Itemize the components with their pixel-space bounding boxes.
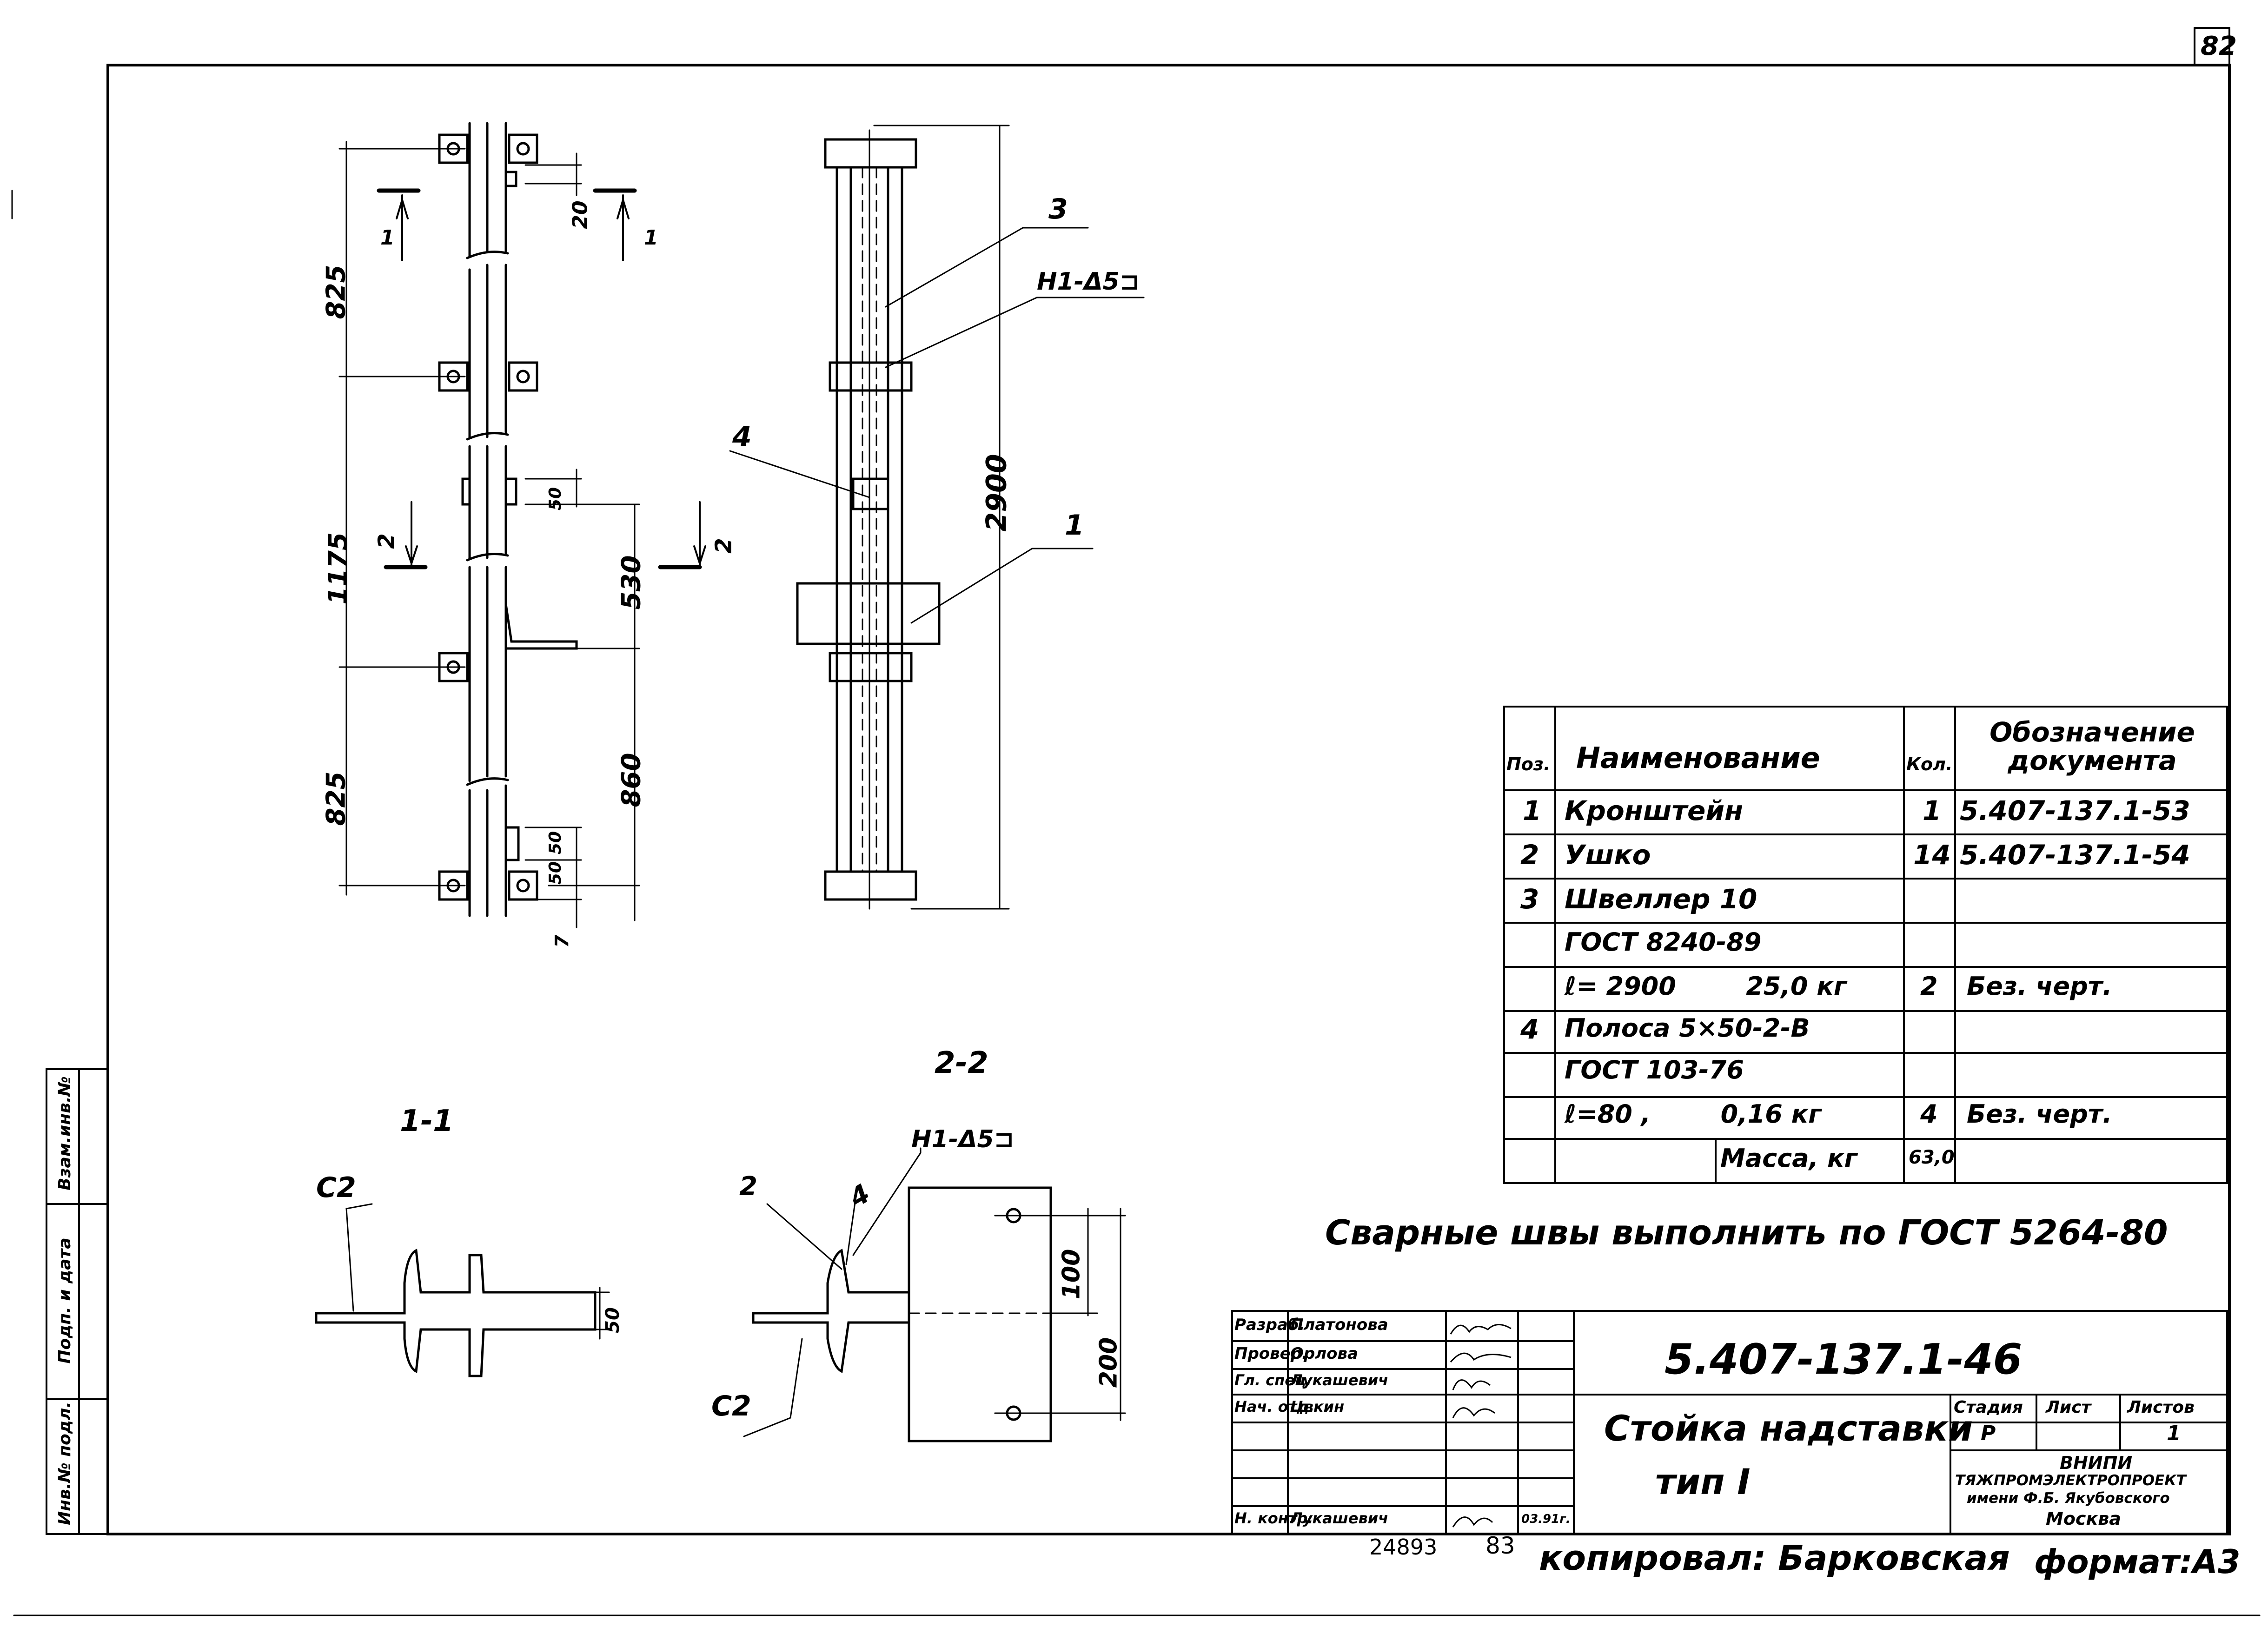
- spec-header-name: Наименование: [1576, 741, 1820, 775]
- spec-row-8-doc: Без. черт.: [1967, 1099, 2112, 1129]
- section-1-dim-50: 50: [602, 1307, 623, 1333]
- dim-860: 860: [616, 753, 647, 807]
- spec-row-3-name: Швеллер 10: [1565, 883, 1757, 915]
- spec-row-3-pos: 3: [1520, 883, 1539, 915]
- dim-2900: 2900: [980, 454, 1013, 532]
- spec-row-2-doc: 5.407-137.1-54: [1960, 839, 2190, 871]
- dim-50-mid: 50: [546, 487, 565, 511]
- section-2-2-graphic: [743, 1147, 1126, 1442]
- spec-row-8-name: ℓ=80 , 0,16 кг: [1565, 1099, 1822, 1129]
- callout-1: 1: [1065, 509, 1084, 542]
- weld-note: Сварные швы выполнить по ГОСТ 5264-80: [1325, 1213, 2168, 1253]
- section-2-weld: Н1-Δ5⊐: [911, 1125, 1015, 1153]
- tb-date: 03.91г.: [1521, 1512, 1571, 1526]
- tb-sheets-value: 1: [2167, 1422, 2181, 1445]
- tb-role-4: Нач. отд.: [1234, 1398, 1315, 1415]
- tb-org-line1: ВНИПИ: [2060, 1453, 2133, 1473]
- tb-sheets-label: Листов: [2127, 1398, 2195, 1417]
- format-label: формат:А3: [2034, 1543, 2241, 1581]
- left-strip-field-3: Инв.№ подл.: [55, 1401, 74, 1526]
- sheet-border: [106, 64, 2231, 1535]
- dim-20: 20: [568, 200, 592, 229]
- tb-name-2: Орлова: [1290, 1344, 1358, 1363]
- section-1-1-graphic: [315, 1203, 610, 1377]
- spec-row-1-doc: 5.407-137.1-53: [1960, 795, 2190, 827]
- spec-row-8-qty: 4: [1920, 1099, 1938, 1129]
- section-2-dim-100: 100: [1057, 1249, 1086, 1300]
- spec-row-2-name: Ушко: [1565, 839, 1651, 871]
- section-mark-1-right: 1: [644, 226, 658, 250]
- tb-role-7: Н. контр.: [1234, 1509, 1313, 1527]
- spec-row-2-qty: 14: [1913, 839, 1951, 871]
- spec-row-2-pos: 2: [1520, 839, 1539, 871]
- spec-row-4-name: ГОСТ 8240-89: [1565, 927, 1762, 957]
- tb-name-3: Лукашевич: [1290, 1371, 1389, 1389]
- section-2-c2: С2: [711, 1390, 751, 1422]
- spec-header-qty: Кол.: [1906, 754, 1953, 774]
- spec-mass-value: 63,0: [1909, 1147, 1955, 1168]
- left-strip-frame: [46, 1068, 109, 1535]
- section-2-callout-2: 2: [739, 1171, 757, 1202]
- callout-leaders: [729, 227, 1145, 624]
- spec-header-pos: Поз.: [1506, 754, 1551, 774]
- spec-mass-label: Масса, кг: [1720, 1144, 1857, 1173]
- tb-org-line3: имени Ф.Б. Якубовского: [1967, 1490, 2170, 1507]
- callout-3: 3: [1048, 193, 1068, 225]
- spec-row-6-name: Полоса 5×50-2-В: [1565, 1013, 1810, 1043]
- tb-org-line4: Москва: [2046, 1508, 2121, 1529]
- spec-header-doc-text: Обозначение документа: [1989, 716, 2195, 776]
- dim-825-bottom: 825: [321, 771, 351, 826]
- tb-doc-code: 5.407-137.1-46: [1665, 1335, 2023, 1384]
- callout-4: 4: [732, 421, 752, 453]
- spec-row-1-qty: 1: [1923, 795, 1942, 827]
- spec-row-6-pos: 4: [1520, 1013, 1539, 1045]
- dim-7: 7: [551, 935, 573, 948]
- section-mark-1-left: 1: [380, 226, 395, 250]
- tb-title-line1: Стойка надставки: [1604, 1408, 1973, 1449]
- title-block-grid: [1231, 1310, 2228, 1535]
- spec-table-grid: [1503, 706, 2228, 1184]
- section-2-title: 2-2: [935, 1046, 988, 1080]
- tb-stage-label: Стадия: [1954, 1398, 2023, 1417]
- weld-label-side: Н1-Δ5⊐: [1037, 268, 1140, 296]
- dim-825-top: 825: [321, 265, 351, 319]
- tb-role-1: Разраб.: [1234, 1316, 1305, 1334]
- tb-name-7: Лукашевич: [1290, 1509, 1389, 1527]
- spec-row-1-pos: 1: [1523, 795, 1542, 827]
- dim-50-low-a: 50: [546, 831, 565, 855]
- spec-row-5-qty: 2: [1920, 972, 1938, 1001]
- copied-by: копировал: Барковская: [1539, 1538, 2010, 1578]
- tb-title-line2: тип I: [1655, 1461, 1751, 1502]
- section-1-title: 1-1: [400, 1104, 454, 1138]
- spec-row-1-name: Кронштейн: [1565, 795, 1744, 827]
- spec-header-doc: Обозначение документа: [1962, 718, 2222, 775]
- tb-stage-value: Р: [1981, 1422, 1996, 1445]
- dim-50-low-b: 50: [546, 861, 565, 885]
- spec-row-5-doc: Без. черт.: [1967, 972, 2112, 1001]
- section-2-dim-200: 200: [1094, 1337, 1123, 1388]
- tb-role-3: Гл. спец.: [1234, 1371, 1312, 1389]
- left-strip-field-2: Подп. и дата: [55, 1237, 74, 1364]
- section-mark-2-right: 2: [710, 538, 737, 554]
- tb-org-line2: ТЯЖПРОМЭЛЕКТРОПРОЕКТ: [1955, 1472, 2186, 1489]
- left-strip-field-1: Взам.инв.№: [55, 1076, 74, 1190]
- tb-sheet-label: Лист: [2046, 1398, 2091, 1417]
- tb-role-2: Провер.: [1234, 1344, 1308, 1363]
- page-number: 82: [2201, 31, 2237, 61]
- bottom-number-left: 24893: [1369, 1534, 1438, 1560]
- spec-row-7-name: ГОСТ 103-76: [1565, 1055, 1744, 1085]
- tb-name-4: Цвкин: [1290, 1398, 1345, 1415]
- side-view: [796, 125, 1010, 910]
- bottom-number-right: 83: [1485, 1532, 1515, 1559]
- dim-530: 530: [616, 555, 647, 610]
- spec-row-5-name: ℓ= 2900 25,0 кг: [1565, 972, 1847, 1001]
- tb-name-1: Платонова: [1290, 1316, 1388, 1334]
- section-1-c2: С2: [316, 1171, 356, 1204]
- front-view: [338, 122, 706, 928]
- dim-1175: 1175: [323, 532, 353, 605]
- section-mark-2-left: 2: [373, 533, 400, 549]
